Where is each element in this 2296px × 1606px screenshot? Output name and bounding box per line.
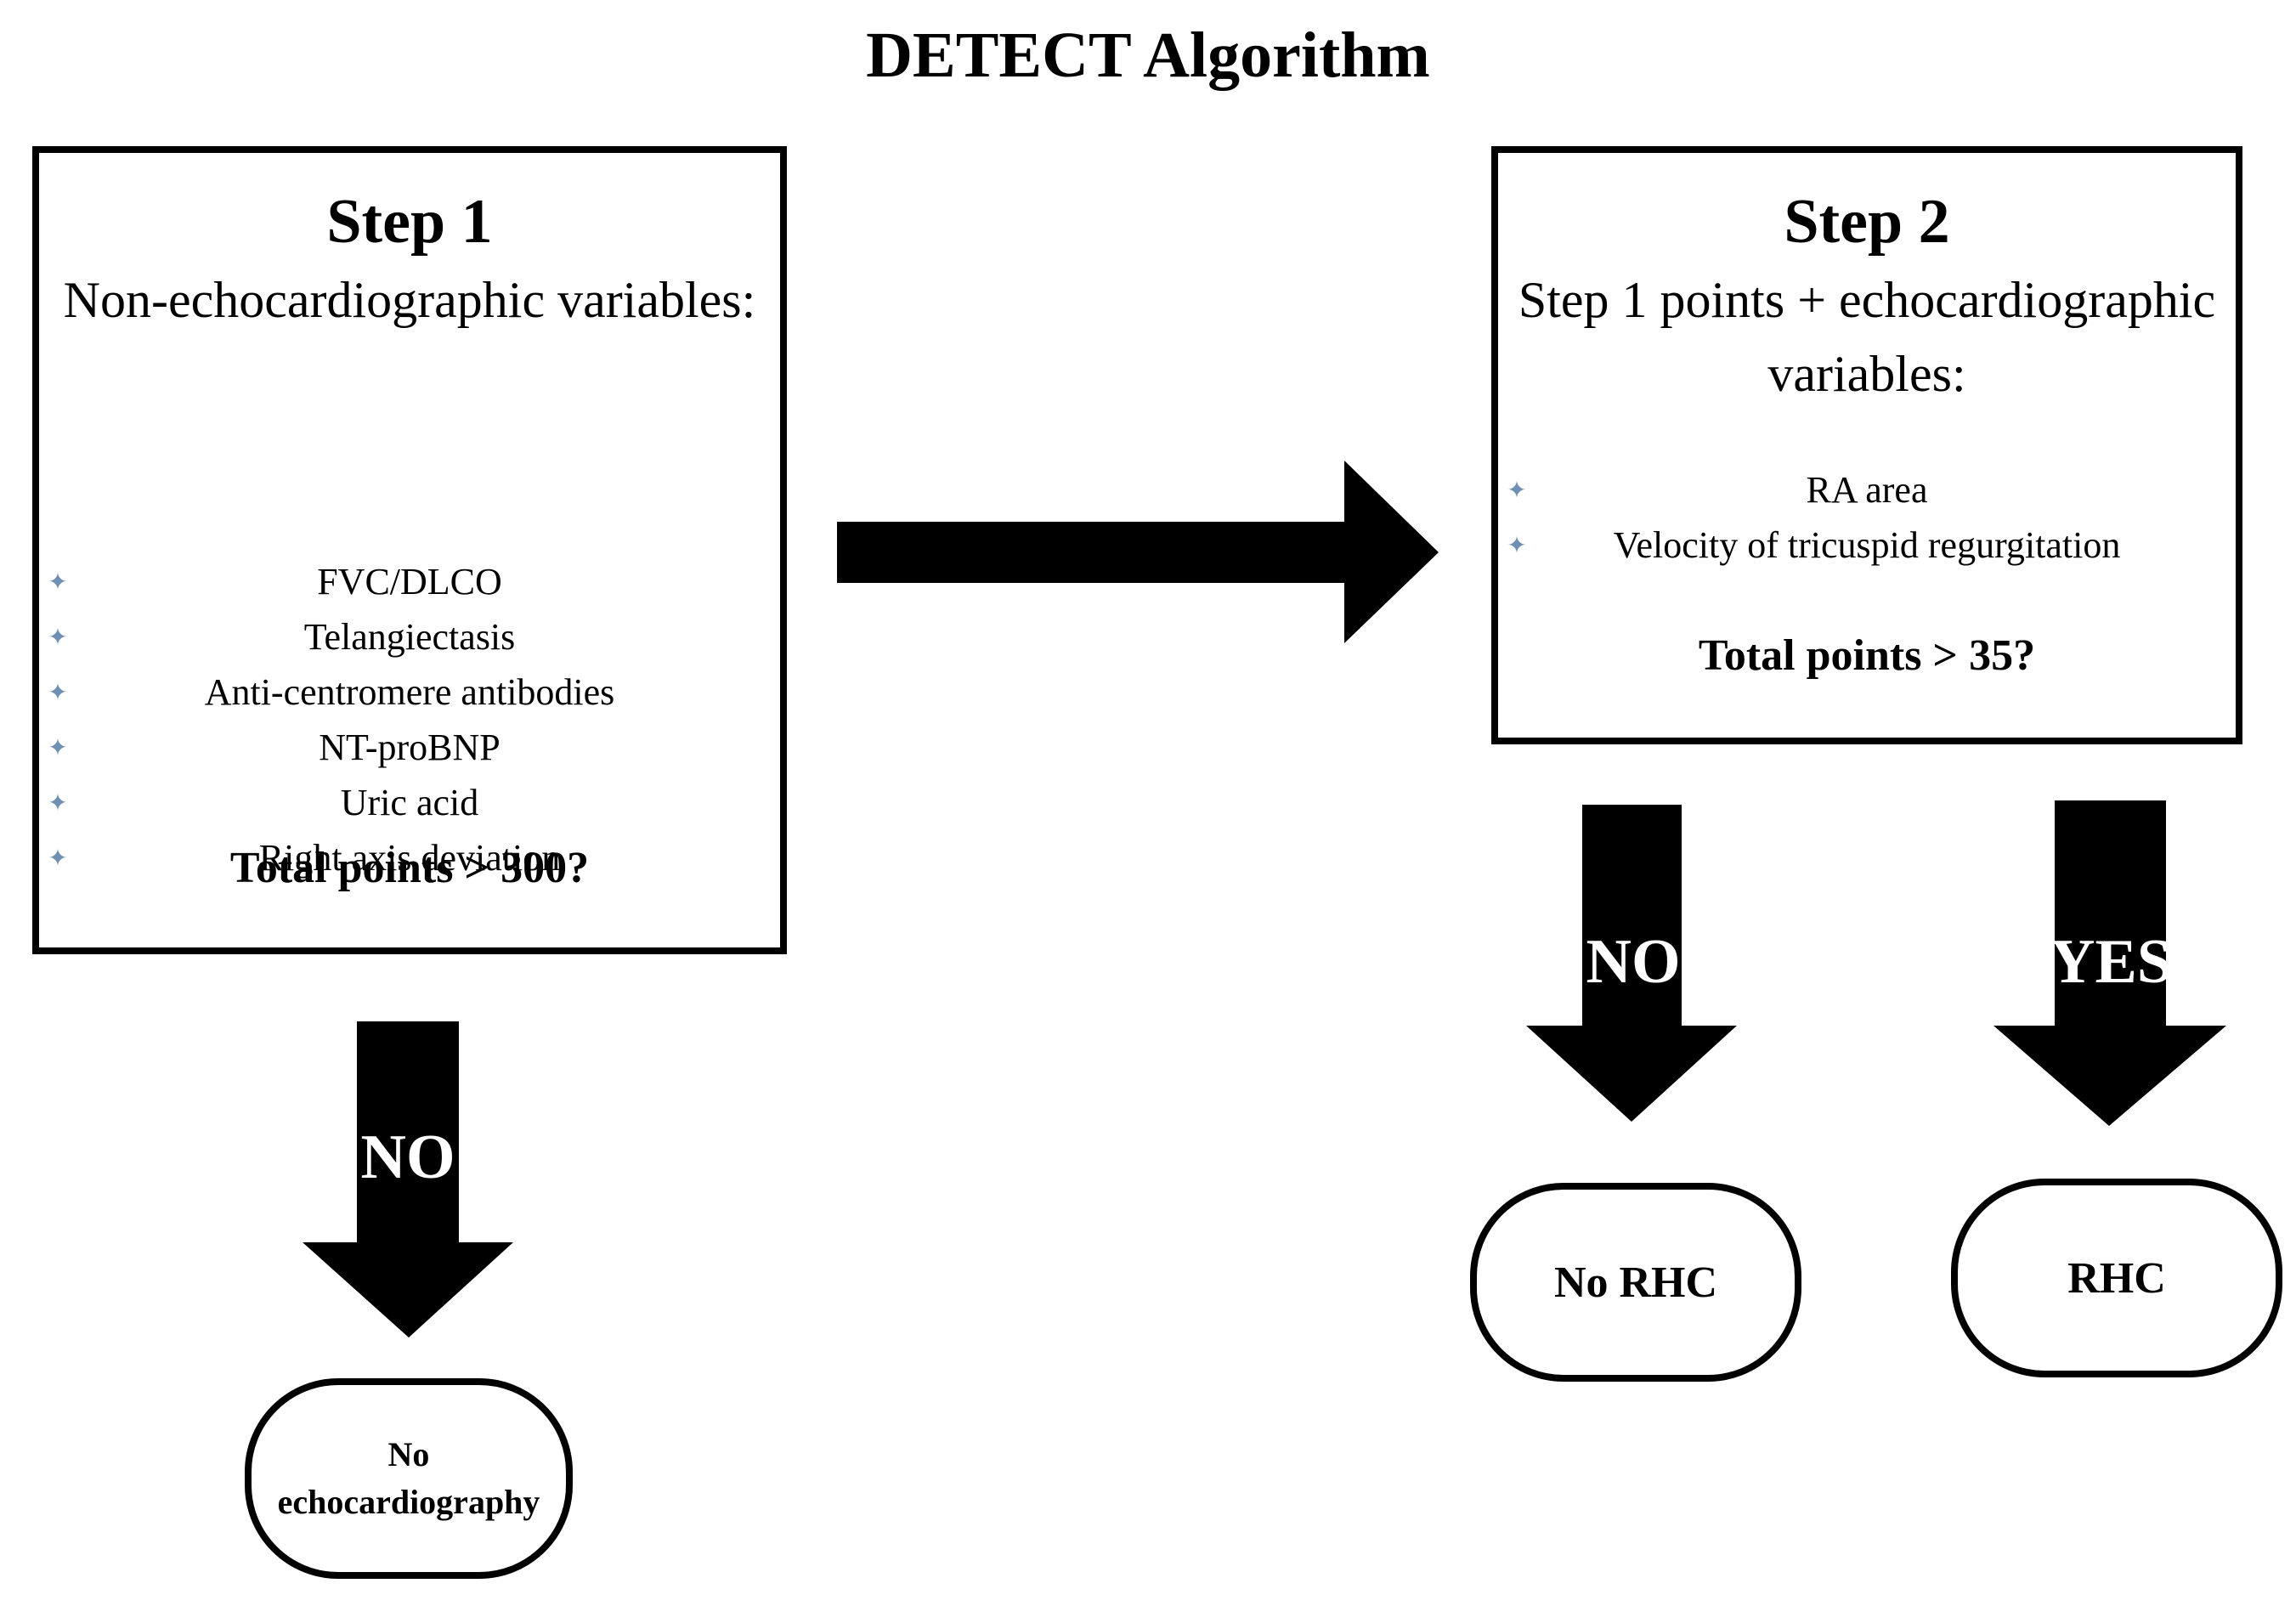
step2-no-label: NO	[1586, 927, 1681, 997]
list-item: ✦Velocity of tricuspid regurgitation	[1498, 517, 2236, 573]
bullet-icon: ✦	[48, 678, 68, 706]
bullet-icon: ✦	[48, 789, 68, 817]
outcome-no-echo-line1: No	[387, 1435, 430, 1473]
step1-title: Step 1	[326, 187, 493, 257]
arrow-step2-no	[1526, 805, 1737, 1122]
list-item: ✦Uric acid	[39, 775, 780, 830]
bullet-icon: ✦	[48, 568, 68, 596]
bullet-icon: ✦	[48, 844, 68, 872]
outcome-no-echocardiography: No echocardiography	[245, 1378, 573, 1579]
outcome-rhc: RHC	[1951, 1179, 2282, 1377]
arrow-step1-no	[303, 1021, 513, 1337]
bullet-icon: ✦	[1507, 531, 1527, 559]
step2-subtitle-line1: Step 1 points + echocardiographic	[1518, 272, 2216, 328]
step1-box: Step 1 Non-echocardiographic variables: …	[32, 146, 787, 954]
step2-threshold: Total points > 35?	[1698, 631, 2036, 680]
step1-threshold: Total points > 300?	[229, 844, 590, 892]
step1-subtitle: Non-echocardiographic variables:	[63, 272, 756, 328]
list-item: ✦RA area	[1498, 462, 2236, 517]
list-item: ✦FVC/DLCO	[39, 554, 780, 609]
step2-box: Step 2 Step 1 points + echocardiographic…	[1491, 146, 2242, 744]
step2-subtitle-line2: variables:	[1767, 346, 1966, 402]
bullet-icon: ✦	[1507, 476, 1527, 504]
list-item: ✦Telangiectasis	[39, 609, 780, 664]
outcome-no-rhc: No RHC	[1470, 1183, 1801, 1382]
arrow-step2-yes	[1993, 800, 2226, 1126]
outcome-no-echo-line2: echocardiography	[277, 1483, 540, 1521]
step2-variable-list: ✦RA area ✦Velocity of tricuspid regurgit…	[1498, 462, 2236, 573]
bullet-icon: ✦	[48, 733, 68, 761]
list-item: ✦Anti-centromere antibodies	[39, 664, 780, 720]
arrow-step1-to-step2	[837, 461, 1439, 643]
step1-variable-list: ✦FVC/DLCO ✦Telangiectasis ✦Anti-centrome…	[39, 554, 780, 885]
list-item: ✦Right axis deviation	[39, 830, 780, 885]
step2-yes-label: YES	[2050, 927, 2172, 997]
diagram-title: DETECT Algorithm	[866, 20, 1430, 91]
list-item: ✦NT-proBNP	[39, 720, 780, 775]
bullet-icon: ✦	[48, 623, 68, 651]
step1-no-label: NO	[360, 1123, 455, 1192]
step2-title: Step 2	[1784, 187, 1950, 257]
